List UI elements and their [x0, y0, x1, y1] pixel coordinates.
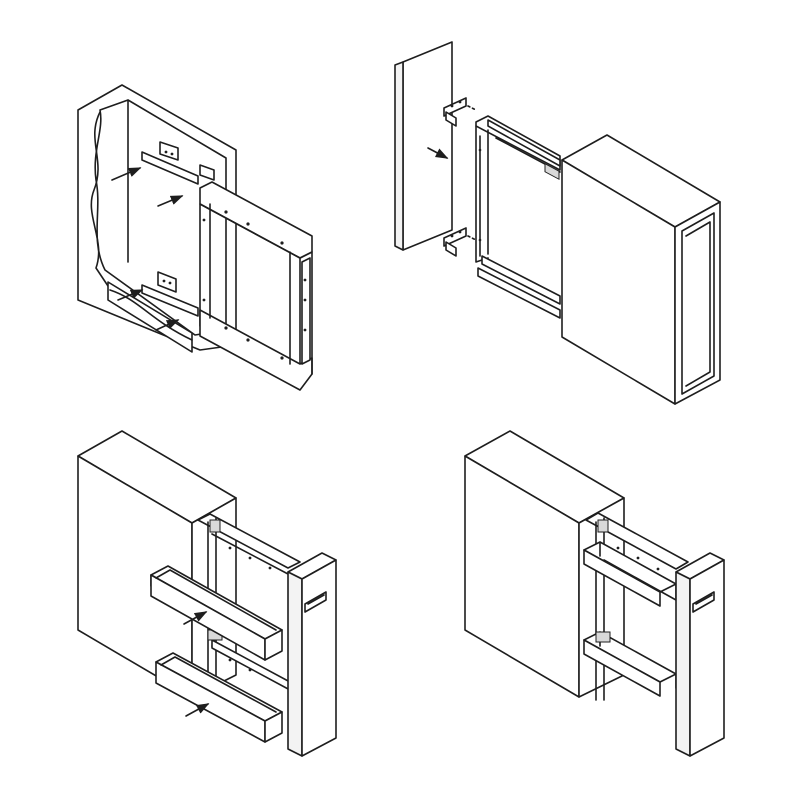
step-4-assembled — [464, 430, 725, 757]
arrow-icon — [427, 147, 449, 159]
lower-bracket-icon — [443, 227, 467, 257]
upper-rail-icon — [141, 141, 215, 185]
arrow-icon — [183, 611, 208, 625]
arrow-icon — [117, 289, 144, 301]
arrow-icon — [111, 167, 142, 181]
pullout-frame-icon — [197, 513, 301, 701]
arrow-icon — [155, 319, 180, 331]
frame-with-rails-icon — [475, 115, 561, 319]
front-panel-icon — [394, 41, 453, 251]
front-panel-icon — [675, 552, 725, 757]
upper-bracket-icon — [443, 97, 467, 127]
pullout-frame-icon — [199, 181, 313, 391]
upper-basket-icon — [150, 565, 283, 661]
cabinet-box-icon — [561, 134, 721, 405]
cabinet-box-icon — [77, 430, 237, 698]
arrow-icon — [157, 195, 184, 207]
lower-basket-icon — [155, 652, 283, 743]
cabinet-cutaway-icon — [77, 84, 237, 353]
step-2-attach-front — [394, 41, 721, 405]
step-3-insert-baskets — [77, 430, 337, 757]
arrow-icon — [185, 703, 210, 717]
step-1-mount-rails — [77, 84, 313, 391]
front-panel-icon — [287, 552, 337, 757]
pullout-frame-icon — [583, 512, 689, 701]
